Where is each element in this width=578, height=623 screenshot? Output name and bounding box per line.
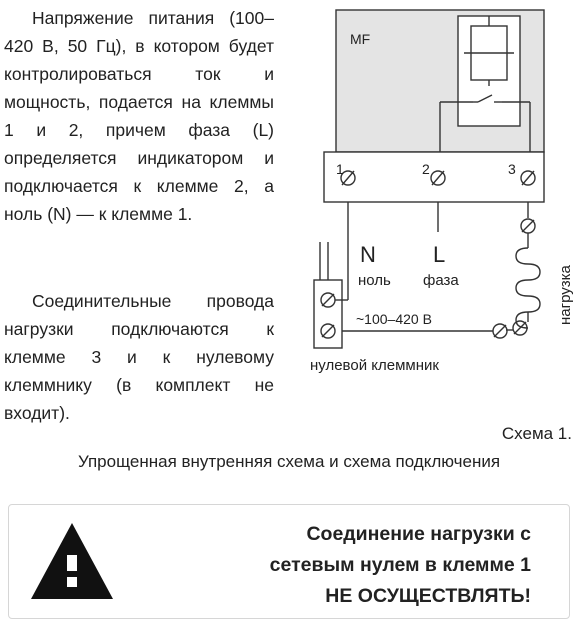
terminal-screw-1 <box>340 170 356 186</box>
terminal-screw-3 <box>520 170 536 186</box>
terminal-number-1: 1 <box>336 161 344 177</box>
warning-text: Соединение нагрузки с сетевым нулем в кл… <box>189 519 531 612</box>
terminal-number-2: 2 <box>422 161 430 177</box>
warning-box: Соединение нагрузки с сетевым нулем в кл… <box>8 504 570 619</box>
wiring-diagram: MF 1 2 3 N ноль L фаза ~100–420 В нулево… <box>310 9 574 374</box>
phase-label: фаза <box>423 272 459 289</box>
warning-line-2: сетевым нулем в клемме 1 <box>269 554 531 576</box>
load-connector-bottom <box>512 320 528 336</box>
neutral-letter: N <box>360 242 376 267</box>
neutral-clamp-screw-2 <box>320 323 336 339</box>
scheme-title: Упрощенная внутренняя схема и схема подк… <box>77 452 501 471</box>
description-paragraph-power: Напряжение питания (100–420 В, 50 Гц), в… <box>4 8 274 224</box>
warning-line-1: Соединение нагрузки с <box>306 523 531 545</box>
terminal-block <box>323 151 545 203</box>
neutral-label: ноль <box>358 272 391 289</box>
phase-letter: L <box>433 242 445 267</box>
relay-switch <box>477 94 493 103</box>
load-coil <box>515 247 541 329</box>
description-paragraph-load: Соединительные провода нагрузки подключа… <box>4 291 274 423</box>
terminal-number-3: 3 <box>508 161 516 177</box>
load-label: нагрузка <box>557 264 574 325</box>
device-label: MF <box>350 31 370 47</box>
warning-line-3: НЕ ОСУЩЕСТВЛЯТЬ! <box>325 585 531 607</box>
terminal-screw-2 <box>430 170 446 186</box>
voltage-label: ~100–420 В <box>356 311 432 327</box>
warning-triangle-icon <box>31 523 113 599</box>
scheme-number: Схема 1. <box>501 424 572 443</box>
neutral-block-label: нулевой клеммник <box>310 357 439 374</box>
